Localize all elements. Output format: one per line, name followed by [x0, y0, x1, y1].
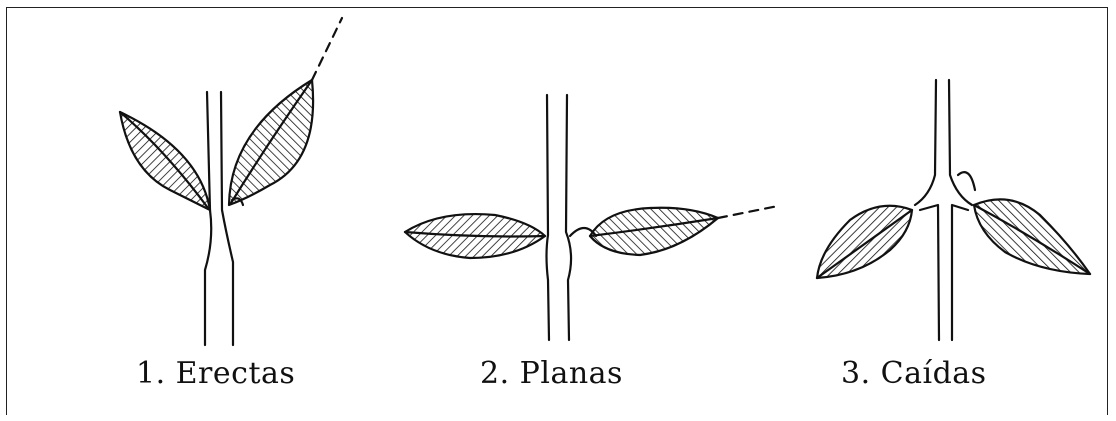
caption-caidas: 3. Caídas — [841, 356, 987, 391]
stem-caidas — [915, 80, 972, 340]
leaf-right-caidas — [958, 172, 1090, 274]
caption-erectas: 1. Erectas — [136, 356, 295, 391]
panel-erectas — [120, 18, 342, 345]
angle-guide-planas — [718, 206, 778, 218]
panel-caidas — [817, 80, 1090, 340]
caption-planas: 2. Planas — [480, 356, 623, 391]
leaf-left-erectas — [120, 112, 210, 210]
leaf-right-erectas — [229, 80, 313, 205]
leaf-left-planas — [405, 214, 545, 258]
angle-guide-erectas — [312, 18, 342, 80]
stem-erectas — [205, 92, 233, 345]
panel-planas — [405, 95, 778, 340]
leaf-right-planas — [570, 208, 718, 255]
leaf-left-caidas — [817, 206, 912, 278]
stem-planas — [547, 95, 572, 340]
